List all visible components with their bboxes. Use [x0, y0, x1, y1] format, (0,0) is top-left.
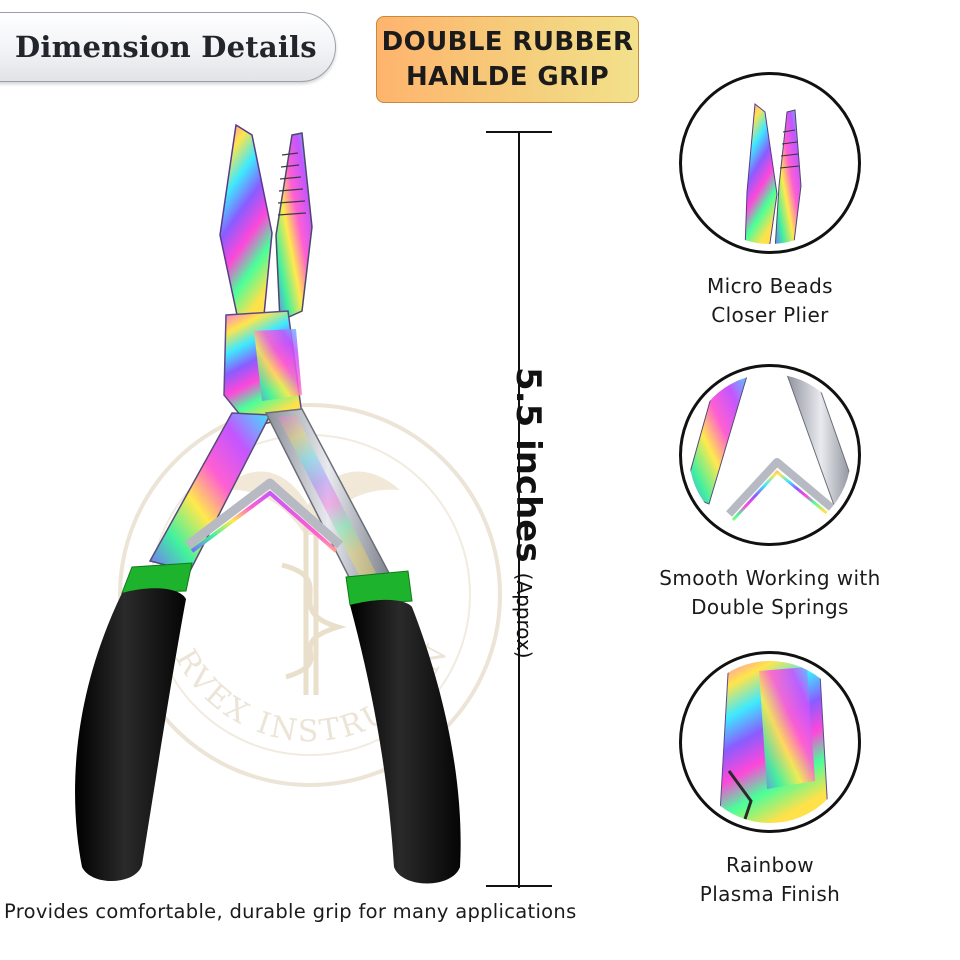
feature-caption-2: Smooth Working with Double Springs: [650, 564, 890, 622]
length-value: 5.5 inches: [508, 367, 548, 563]
feature-3-line-2: Plasma Finish: [699, 882, 841, 906]
double-spring-closeup-icon: [689, 374, 851, 536]
dimension-details-header: Dimension Details: [0, 12, 336, 82]
length-label: 5.5 inches (Approx): [508, 367, 548, 659]
plier-product-image: [75, 123, 461, 884]
feature-1-line-2: Closer Plier: [711, 303, 829, 327]
feature-double-springs: Smooth Working with Double Springs: [650, 364, 890, 622]
feature-2-line-2: Double Springs: [691, 595, 849, 619]
feature-micro-beads-closer: Micro Beads Closer Plier: [650, 72, 890, 330]
length-measurement-bar: [486, 128, 556, 890]
measurement-line: [518, 132, 520, 888]
feature-3-line-1: Rainbow: [725, 853, 815, 877]
feature-circle-3: [679, 651, 861, 833]
feature-rainbow-plasma-finish: Rainbow Plasma Finish: [650, 651, 890, 909]
plier-tip-closeup-icon: [689, 82, 851, 244]
feature-caption-1: Micro Beads Closer Plier: [650, 272, 890, 330]
header-title: Dimension Details: [15, 30, 317, 64]
feature-2-line-1: Smooth Working with: [659, 566, 881, 590]
feature-caption-3: Rainbow Plasma Finish: [650, 851, 890, 909]
feature-circle-1: [679, 72, 861, 254]
measurement-cap-top: [486, 131, 552, 133]
feature-1-line-1: Micro Beads: [707, 274, 833, 298]
badge-line-1: DOUBLE RUBBER: [381, 26, 634, 57]
length-approx-note: (Approx): [512, 572, 536, 659]
rainbow-joint-closeup-icon: [689, 661, 851, 823]
grip-description-caption: Provides comfortable, durable grip for m…: [4, 900, 577, 923]
measurement-cap-bottom: [486, 885, 552, 887]
feature-circle-2: [679, 364, 861, 546]
double-rubber-grip-badge: DOUBLE RUBBER HANLDE GRIP: [376, 16, 639, 103]
badge-line-2: HANLDE GRIP: [405, 61, 610, 92]
